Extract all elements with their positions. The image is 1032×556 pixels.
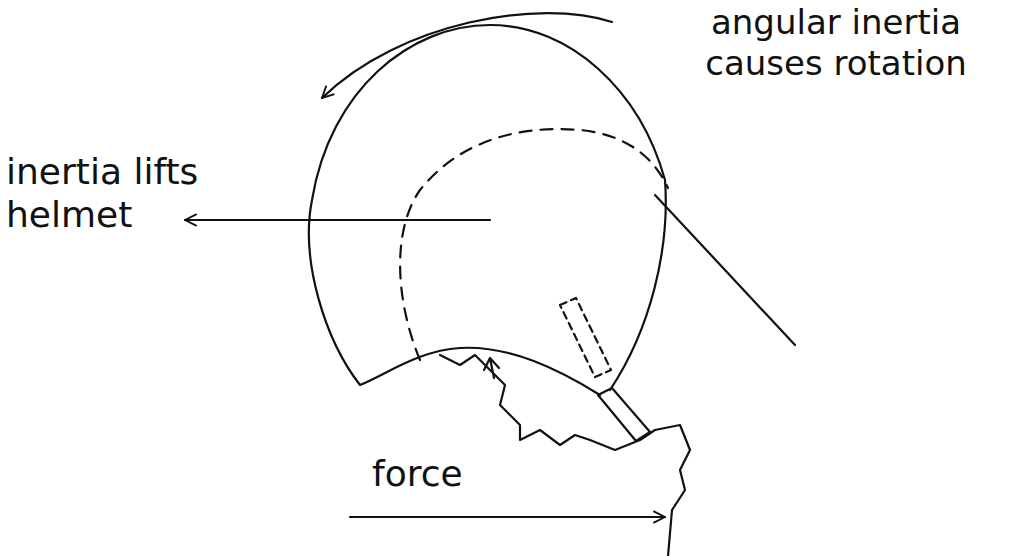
face-profile [440, 355, 690, 556]
neck-line [655, 195, 795, 345]
chin-strap [598, 388, 650, 441]
helmet-shell [309, 25, 666, 395]
force-arrow [350, 516, 665, 518]
rotation-label: angular inertia causes rotation [650, 2, 1022, 84]
helmet-liner [400, 129, 668, 360]
rotation-arrow [322, 13, 612, 98]
strap-buckle [560, 298, 611, 377]
ear-mark [484, 358, 499, 378]
inertia-arrow [185, 219, 490, 221]
inertia-label: inertia lifts helmet [6, 150, 306, 236]
force-label: force [372, 452, 522, 495]
